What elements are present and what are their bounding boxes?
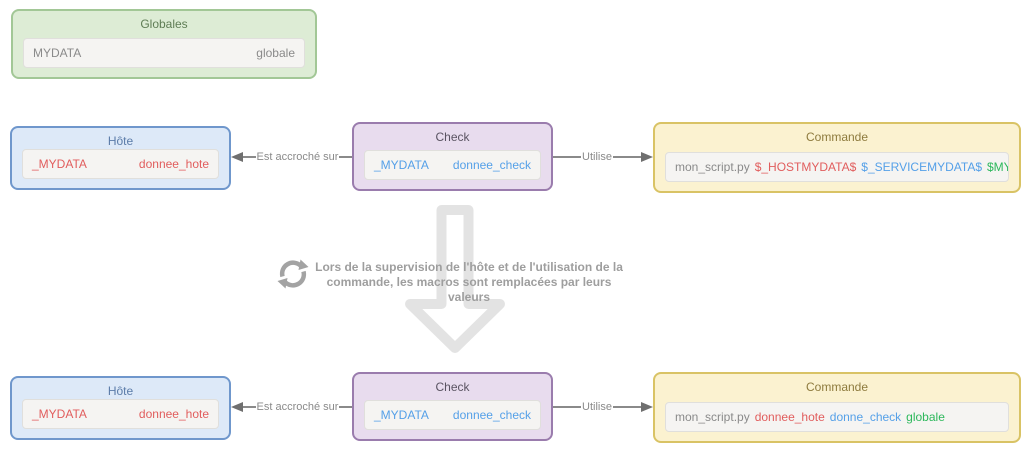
check-box-after: Check _MYDATA donnee_check bbox=[352, 372, 553, 441]
edge-check-to-command-after: Utilise bbox=[553, 398, 654, 416]
arrowhead-right-icon bbox=[641, 402, 654, 412]
host-macro-value: donnee_hote bbox=[138, 157, 209, 171]
edge-check-to-host-before: Est accroché sur bbox=[231, 148, 353, 166]
edge-label-attached: Est accroché sur bbox=[256, 401, 339, 413]
command-box-before: Commande mon_script.py $_HOSTMYDATA$ $_S… bbox=[653, 122, 1021, 193]
command-token: $_HOSTMYDATA$ bbox=[754, 160, 857, 174]
check-macro-field: _MYDATA donnee_check bbox=[364, 400, 541, 430]
transition-caption: Lors de la supervision de l'hôte et de l… bbox=[304, 260, 634, 305]
edge-check-to-host-after: Est accroché sur bbox=[231, 398, 353, 416]
edge-label-uses: Utilise bbox=[582, 401, 612, 413]
arrowhead-left-icon bbox=[231, 402, 243, 412]
edge-line bbox=[553, 406, 582, 408]
check-macro-field: _MYDATA donnee_check bbox=[364, 150, 541, 180]
host-box-title: Hôte bbox=[107, 384, 134, 398]
host-macro-name: _MYDATA bbox=[32, 407, 87, 421]
host-box-before: Hôte _MYDATA donnee_hote bbox=[10, 126, 231, 190]
globals-box: Globales MYDATA globale bbox=[11, 9, 317, 79]
command-token: $MYDATA$ bbox=[987, 160, 1008, 174]
big-down-arrow-icon bbox=[405, 205, 505, 353]
edge-label-attached: Est accroché sur bbox=[256, 151, 339, 163]
edge-line bbox=[612, 156, 642, 158]
command-line-field: mon_script.py donnee_hote donne_check gl… bbox=[665, 402, 1009, 432]
arrowhead-left-icon bbox=[231, 152, 243, 162]
edge-line bbox=[339, 156, 353, 158]
edge-line bbox=[339, 406, 353, 408]
edge-line bbox=[243, 406, 256, 408]
host-macro-value: donnee_hote bbox=[138, 407, 209, 421]
transition-caption-line1: Lors de la supervision de l'hôte et de l… bbox=[315, 260, 623, 274]
edge-line bbox=[612, 406, 642, 408]
globals-macro-field: MYDATA globale bbox=[23, 38, 305, 68]
host-box-title: Hôte bbox=[107, 134, 134, 148]
check-box-before: Check _MYDATA donnee_check bbox=[352, 122, 553, 191]
edge-line bbox=[243, 156, 256, 158]
command-box-title: Commande bbox=[805, 380, 869, 394]
globals-macro-value: globale bbox=[256, 46, 295, 60]
check-box-title: Check bbox=[435, 130, 470, 144]
command-token: donnee_hote bbox=[754, 410, 825, 424]
check-macro-name: _MYDATA bbox=[374, 408, 429, 422]
arrowhead-right-icon bbox=[641, 152, 654, 162]
check-box-title: Check bbox=[435, 380, 470, 394]
check-macro-name: _MYDATA bbox=[374, 158, 429, 172]
command-token: mon_script.py bbox=[675, 160, 750, 174]
command-token: $_SERVICEMYDATA$ bbox=[861, 160, 982, 174]
host-macro-field: _MYDATA donnee_hote bbox=[22, 399, 219, 429]
edge-label-uses: Utilise bbox=[582, 151, 612, 163]
edge-line bbox=[553, 156, 582, 158]
check-macro-value: donnee_check bbox=[452, 158, 531, 172]
command-box-title: Commande bbox=[805, 130, 869, 144]
host-macro-name: _MYDATA bbox=[32, 157, 87, 171]
command-token: globale bbox=[906, 410, 945, 424]
sync-icon bbox=[277, 259, 309, 289]
globals-macro-name: MYDATA bbox=[33, 46, 82, 60]
host-box-after: Hôte _MYDATA donnee_hote bbox=[10, 376, 231, 440]
globals-box-title: Globales bbox=[140, 17, 188, 31]
command-token: donne_check bbox=[829, 410, 902, 424]
command-box-after: Commande mon_script.py donnee_hote donne… bbox=[653, 372, 1021, 443]
host-macro-field: _MYDATA donnee_hote bbox=[22, 149, 219, 179]
transition-caption-line2: commande, les macros sont remplacées par… bbox=[326, 275, 612, 304]
command-token: mon_script.py bbox=[675, 410, 750, 424]
check-macro-value: donnee_check bbox=[452, 408, 531, 422]
command-line-field: mon_script.py $_HOSTMYDATA$ $_SERVICEMYD… bbox=[665, 152, 1009, 182]
edge-check-to-command-before: Utilise bbox=[553, 148, 654, 166]
